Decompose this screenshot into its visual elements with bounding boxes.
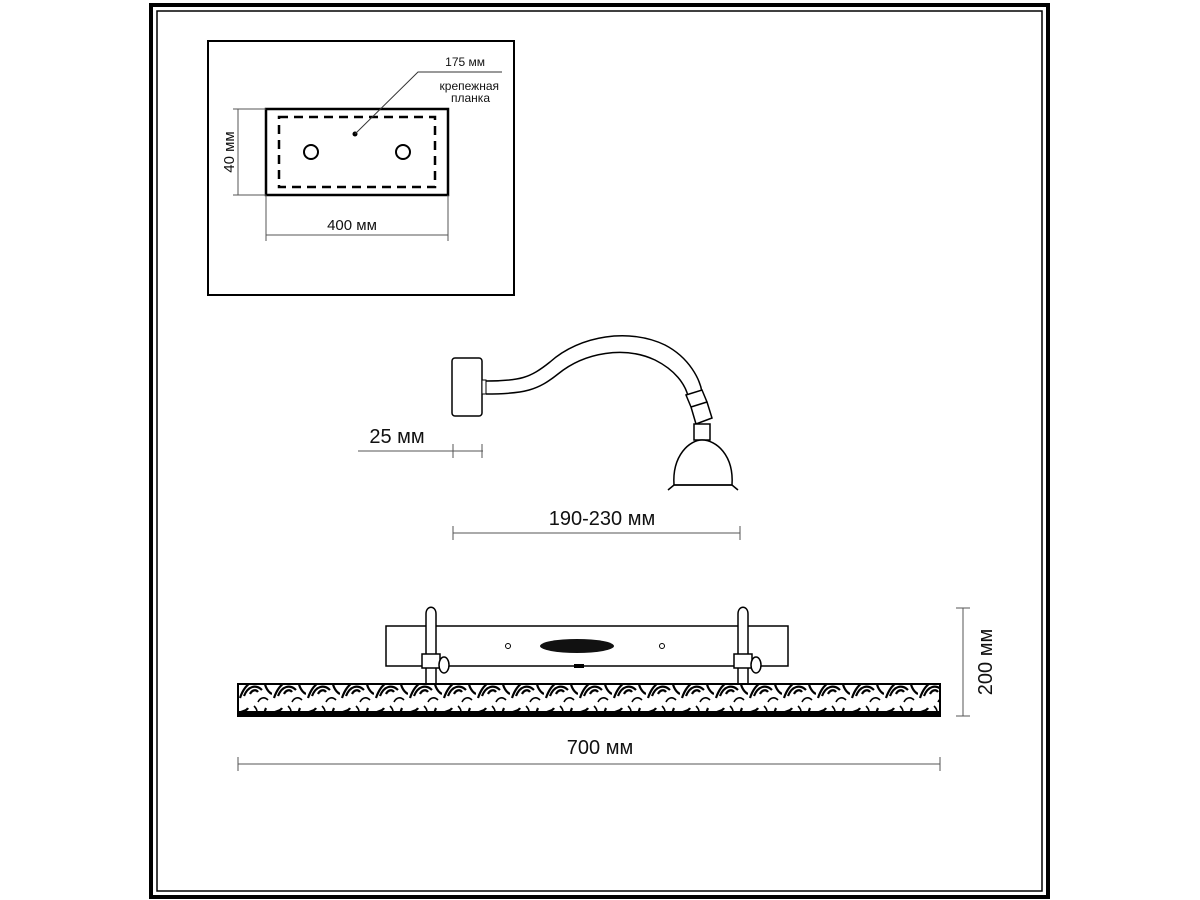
side-view-lamp: 25 мм 190-230 мм: [358, 335, 741, 540]
dim-width-label: 400 мм: [327, 217, 377, 234]
dim-depth-label: 25 мм: [369, 426, 424, 448]
plate-label-line2: планка: [451, 91, 490, 105]
dim-center-label: 175 мм: [445, 55, 485, 69]
arm-right: [733, 606, 762, 684]
plate-label-line1: крепежная: [440, 79, 499, 93]
lamp-shade: [673, 439, 733, 486]
arm-left: [421, 606, 450, 684]
gooseneck-arm-top: [485, 335, 703, 393]
screw-hole-right: [395, 144, 411, 160]
dim-height-label: 40 мм: [221, 131, 238, 172]
mounting-bar-dashed: [277, 115, 437, 189]
dim-reach-label: 190-230 мм: [549, 508, 655, 530]
wall-base: [451, 357, 483, 417]
mount-plate-inset: 175 мм крепежная планка 40 мм 400 мм: [207, 40, 515, 296]
front-view-lamp: 200 мм 700 мм: [237, 606, 997, 771]
page-frame: [149, 3, 1050, 899]
gooseneck-arm-bottom: [485, 351, 689, 397]
dim-front-width-label: 700 мм: [567, 737, 633, 759]
swivel-joint: [684, 389, 713, 425]
leader-line: [354, 71, 502, 135]
screw-hole-left: [303, 144, 319, 160]
dim-front-height-label: 200 мм: [975, 629, 997, 695]
decorative-ornament: [540, 639, 614, 653]
mount-plate-outline: [264, 107, 450, 197]
